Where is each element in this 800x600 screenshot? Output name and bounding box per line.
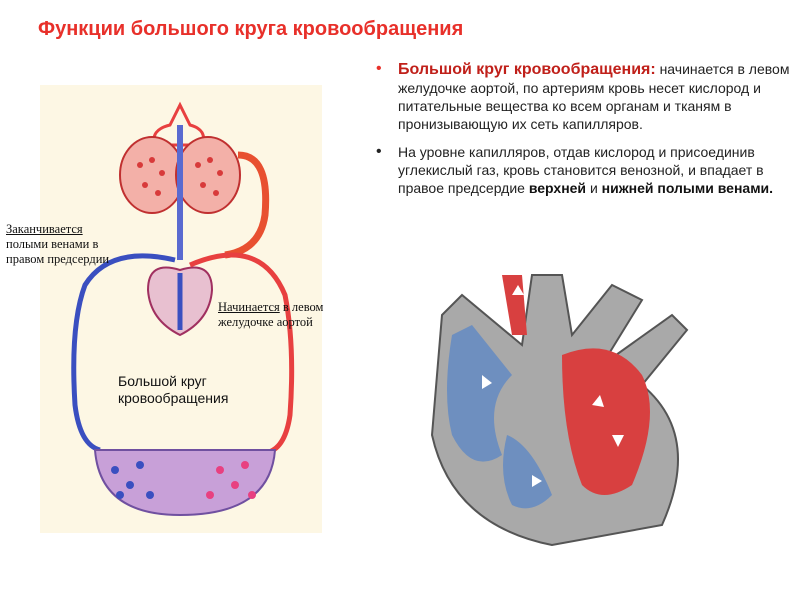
bullet-list: • Большой круг кровообращения: начинаетс… xyxy=(370,60,790,207)
bullet-2: • На уровне капилляров, отдав кислород и… xyxy=(370,143,790,197)
circulation-diagram xyxy=(40,85,322,533)
label-ends-rest: полыми венами в правом предсердии xyxy=(6,237,110,266)
bullet-1-heading: Большой круг кровообращения: xyxy=(398,61,656,78)
bullet-2-and: и xyxy=(589,180,598,196)
heart-diagram xyxy=(430,274,689,547)
label-starts-underlined: Начинается xyxy=(218,300,280,314)
label-starts-rest: в левом желудочке аортой xyxy=(218,300,324,329)
bullet-2-bold-lower: нижней полыми венами. xyxy=(601,180,774,196)
bullet-1: • Большой круг кровообращения: начинаетс… xyxy=(370,60,790,133)
bullet-dot-icon: • xyxy=(376,143,382,160)
circulation-svg xyxy=(71,101,295,517)
bullet-dot-icon: • xyxy=(376,60,382,77)
bullet-1-text: начинается в левом желудочке аортой, по … xyxy=(398,61,790,132)
bullet-2-bold-upper: верхней xyxy=(528,180,587,196)
bullet-2-text: На уровне капилляров, отдав кислород и п… xyxy=(398,144,764,196)
label-ends-underlined: Заканчивается xyxy=(6,222,83,236)
label-starts-aorta: Начинается в левом желудочке аортой xyxy=(218,300,368,330)
page-title: Функции большого круга кровообращения xyxy=(38,18,464,40)
label-systemic-circulation: Большой круг кровообращения xyxy=(118,373,229,406)
label-ends-vena-cava: Заканчивается полыми венами в правом пре… xyxy=(6,222,116,267)
